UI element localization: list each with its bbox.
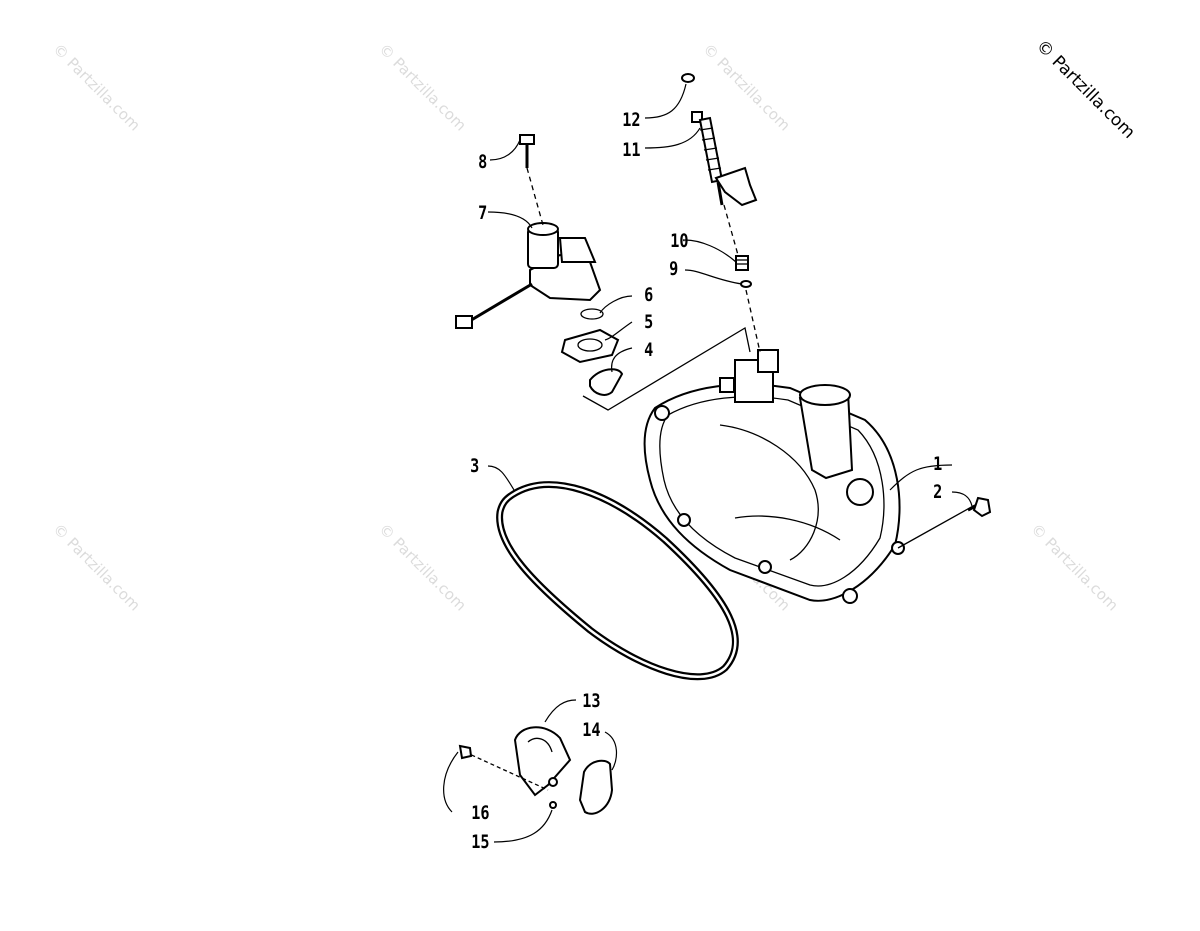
nut-part	[549, 801, 557, 809]
callout-6: 6	[644, 284, 653, 306]
leader-lines	[443, 83, 973, 843]
callout-1: 1	[933, 453, 942, 475]
callout-16: 16	[471, 802, 489, 824]
bracket-part	[513, 726, 572, 797]
washer-part	[740, 280, 752, 288]
cap-screw-part	[897, 496, 992, 549]
callout-labels: 1 2 3 4 5 6 7 8 9 10 11 12 13 14 15 16	[470, 109, 942, 853]
shift-actuator-part	[455, 222, 602, 329]
callout-3: 3	[470, 455, 479, 477]
snap-ring-part	[681, 73, 695, 83]
callout-15: 15	[471, 831, 489, 853]
callout-11: 11	[622, 139, 640, 161]
callout-5: 5	[644, 311, 653, 333]
assembly-leader	[582, 326, 751, 411]
callout-12: 12	[622, 109, 640, 131]
callout-13: 13	[582, 690, 600, 712]
callout-2: 2	[933, 481, 942, 503]
callout-9: 9	[669, 258, 678, 280]
drive-belt-part	[496, 481, 739, 681]
clip-part	[589, 368, 624, 396]
shift-shaft-part	[691, 111, 758, 256]
callout-7: 7	[478, 202, 487, 224]
spring-part	[735, 255, 761, 353]
callout-10: 10	[670, 230, 688, 252]
plate-part	[560, 328, 620, 364]
bolt-part	[519, 134, 544, 226]
callout-14: 14	[582, 719, 600, 741]
callout-4: 4	[644, 339, 653, 361]
screw-part	[458, 744, 549, 791]
o-ring-part	[580, 308, 604, 320]
clutch-cover-part	[643, 349, 905, 604]
callout-8: 8	[478, 151, 487, 173]
gasket-part	[578, 759, 614, 815]
